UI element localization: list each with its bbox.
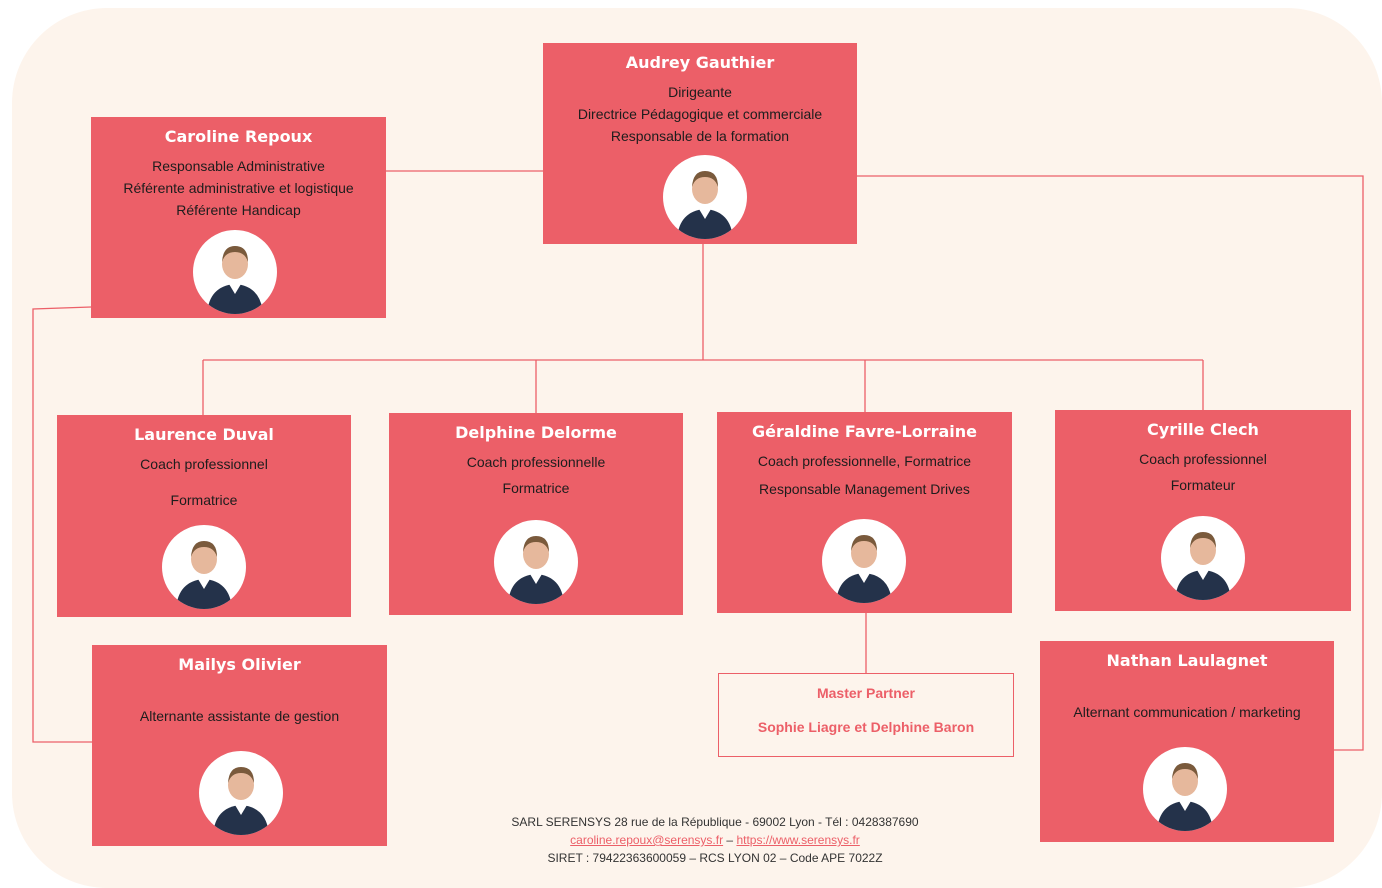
person-role: Coach professionnel bbox=[1139, 451, 1267, 467]
person-role: Alternant communication / marketing bbox=[1073, 704, 1301, 720]
person-role: Référente Handicap bbox=[176, 202, 301, 218]
person-role: Dirigeante bbox=[668, 84, 732, 100]
master-partner-box: Master Partner Sophie Liagre et Delphine… bbox=[718, 673, 1014, 757]
person-role: Référente administrative et logistique bbox=[123, 180, 354, 196]
person-name: Cyrille Clech bbox=[1147, 420, 1259, 439]
person-portrait-icon bbox=[663, 155, 747, 239]
person-name: Mailys Olivier bbox=[178, 655, 301, 674]
person-role: Alternante assistante de gestion bbox=[139, 708, 340, 724]
partner-names: Sophie Liagre et Delphine Baron bbox=[757, 719, 975, 735]
person-role: Formateur bbox=[1170, 477, 1236, 493]
person-portrait-icon bbox=[494, 520, 578, 604]
person-portrait-icon bbox=[199, 751, 283, 835]
person-role: Formatrice bbox=[502, 480, 570, 496]
card-cyrille-clech: Cyrille Clech Coach professionnel Format… bbox=[1055, 410, 1351, 611]
person-portrait-icon bbox=[1161, 516, 1245, 600]
person-portrait-icon bbox=[193, 230, 277, 314]
footer-address: SARL SERENSYS 28 rue de la République - … bbox=[511, 815, 919, 829]
person-role: Coach professionnel bbox=[140, 456, 268, 472]
footer-separator: – bbox=[723, 833, 737, 847]
partner-title: Master Partner bbox=[816, 685, 916, 701]
person-portrait-icon bbox=[162, 525, 246, 609]
person-name: Caroline Repoux bbox=[164, 127, 313, 146]
person-name: Géraldine Favre-Lorraine bbox=[752, 422, 977, 441]
card-delphine-delorme: Delphine Delorme Coach professionnelle F… bbox=[389, 413, 683, 615]
person-role: Responsable Management Drives bbox=[759, 481, 970, 497]
card-geraldine-favre-lorraine: Géraldine Favre-Lorraine Coach professio… bbox=[717, 412, 1012, 613]
person-name: Laurence Duval bbox=[134, 425, 274, 444]
person-role: Coach professionnelle bbox=[466, 454, 606, 470]
footer-website-link[interactable]: https://www.serensys.fr bbox=[736, 833, 860, 847]
person-portrait-icon bbox=[822, 519, 906, 603]
card-mailys-olivier: Mailys Olivier Alternante assistante de … bbox=[92, 645, 387, 846]
person-name: Delphine Delorme bbox=[455, 423, 617, 442]
person-role: Formatrice bbox=[170, 492, 238, 508]
person-role: Responsable Administrative bbox=[152, 158, 325, 174]
footer-email-link[interactable]: caroline.repoux@serensys.fr bbox=[570, 833, 724, 847]
person-name: Audrey Gauthier bbox=[625, 53, 775, 72]
card-laurence-duval: Laurence Duval Coach professionnel Forma… bbox=[57, 415, 351, 617]
card-nathan-laulagnet: Nathan Laulagnet Alternant communication… bbox=[1040, 641, 1334, 842]
footer-company-ids: SIRET : 79422363600059 – RCS LYON 02 – C… bbox=[547, 851, 883, 865]
person-role: Responsable de la formation bbox=[610, 128, 790, 144]
person-role: Coach professionnelle, Formatrice bbox=[757, 453, 972, 469]
card-audrey-gauthier: Audrey Gauthier Dirigeante Directrice Pé… bbox=[543, 43, 857, 244]
card-caroline-repoux: Caroline Repoux Responsable Administrati… bbox=[91, 117, 386, 318]
person-role: Directrice Pédagogique et commerciale bbox=[577, 106, 823, 122]
person-name: Nathan Laulagnet bbox=[1106, 651, 1268, 670]
person-portrait-icon bbox=[1143, 747, 1227, 831]
footer: SARL SERENSYS 28 rue de la République - … bbox=[430, 813, 1000, 867]
